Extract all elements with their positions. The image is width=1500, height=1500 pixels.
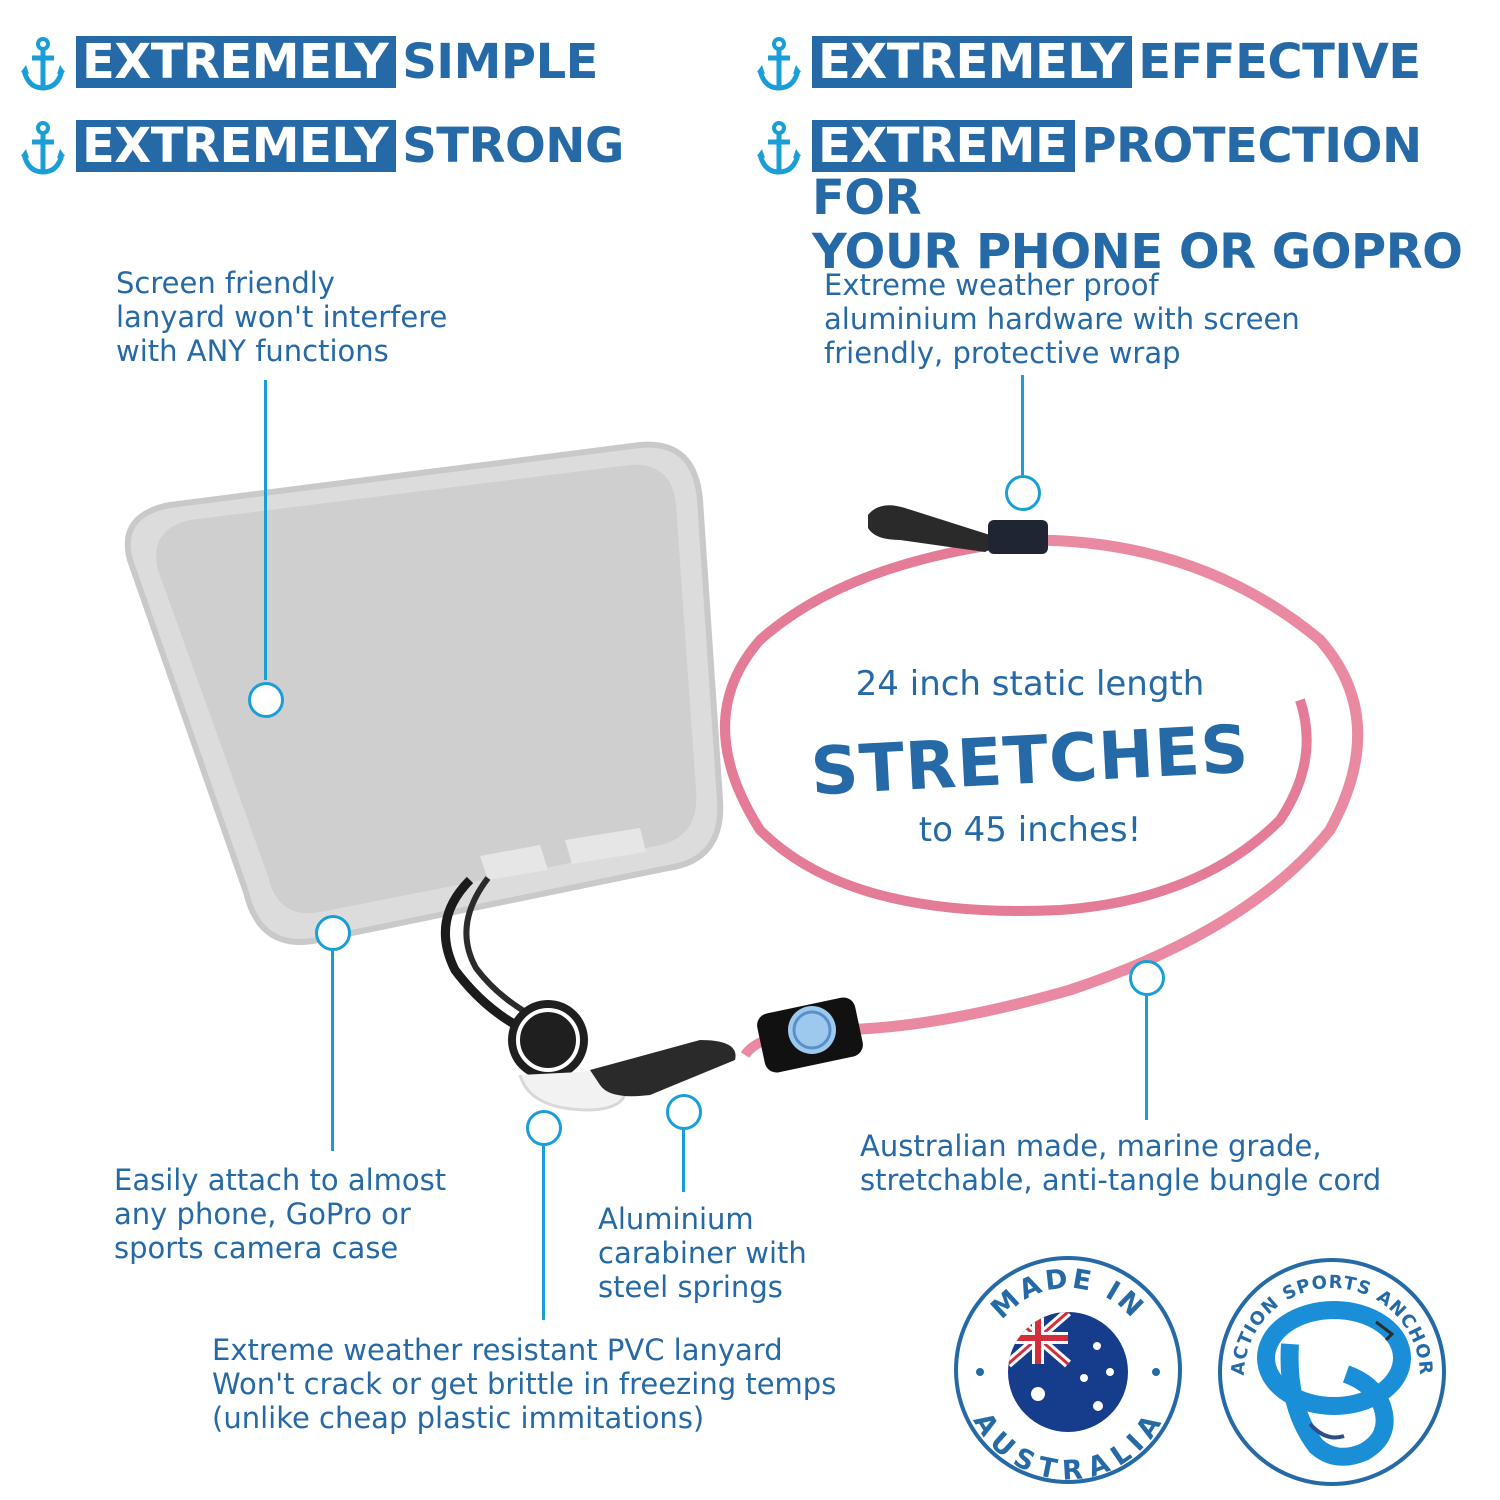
callout-marker-screen <box>248 682 284 718</box>
stretch-length-text: to 45 inches! <box>918 810 1142 850</box>
headline-highlight: EXTREME <box>812 120 1076 172</box>
callout-line-attach <box>331 951 334 1151</box>
callout-screen-friendly: Screen friendly lanyard won't interfere … <box>116 266 448 368</box>
callout-line-screen <box>264 380 267 680</box>
anchor-icon <box>757 121 801 175</box>
headline-highlight: EXTREMELY <box>76 36 397 88</box>
bottom-hardware-image <box>508 997 863 1112</box>
static-length-text: 24 inch static length <box>855 664 1205 704</box>
callout-marker-carabiner <box>666 1094 702 1130</box>
headline-rest: EFFECTIVE <box>1138 34 1421 90</box>
callout-hardware: Extreme weather proof aluminium hardware… <box>824 268 1300 370</box>
australia-flag-icon <box>1008 1312 1128 1432</box>
callout-line-carabiner <box>682 1130 685 1192</box>
callout-marker-attach <box>315 915 351 951</box>
callout-marker-hardware <box>1005 475 1041 511</box>
anchor-loop-icon <box>1257 1301 1411 1466</box>
callout-line-cord <box>1145 996 1148 1120</box>
headline-highlight: EXTREMELY <box>812 36 1133 88</box>
callout-carabiner: Aluminium carabiner with steel springs <box>598 1202 807 1304</box>
anchor-icon <box>21 121 65 175</box>
callout-marker-pvc <box>526 1110 562 1146</box>
headline-rest: PROTECTION FOR <box>812 118 1422 226</box>
headline-highlight: EXTREMELY <box>76 120 397 172</box>
headline-rest: STRONG <box>402 118 624 174</box>
callout-marker-cord <box>1129 960 1165 996</box>
anchor-icon <box>757 37 801 91</box>
callout-pvc: Extreme weather resistant PVC lanyard Wo… <box>212 1333 837 1435</box>
phone-image <box>124 441 724 945</box>
callout-attach: Easily attach to almost any phone, GoPro… <box>114 1163 447 1265</box>
callout-line-pvc <box>542 1146 545 1320</box>
anchor-icon <box>21 37 65 91</box>
made-in-australia-badge: MADE IN AUSTRALIA <box>954 1256 1182 1486</box>
headline-rest: SIMPLE <box>402 34 598 90</box>
strap-image <box>440 876 542 1035</box>
callout-line-hardware <box>1021 375 1024 475</box>
action-sports-anchor-logo: ACTION SPORTS ANCHOR <box>1218 1258 1446 1486</box>
callout-cord: Australian made, marine grade, stretchab… <box>860 1129 1382 1197</box>
top-carabiner-image <box>868 505 1048 554</box>
headline-rest-line2: YOUR PHONE OR GOPRO <box>812 224 1463 280</box>
